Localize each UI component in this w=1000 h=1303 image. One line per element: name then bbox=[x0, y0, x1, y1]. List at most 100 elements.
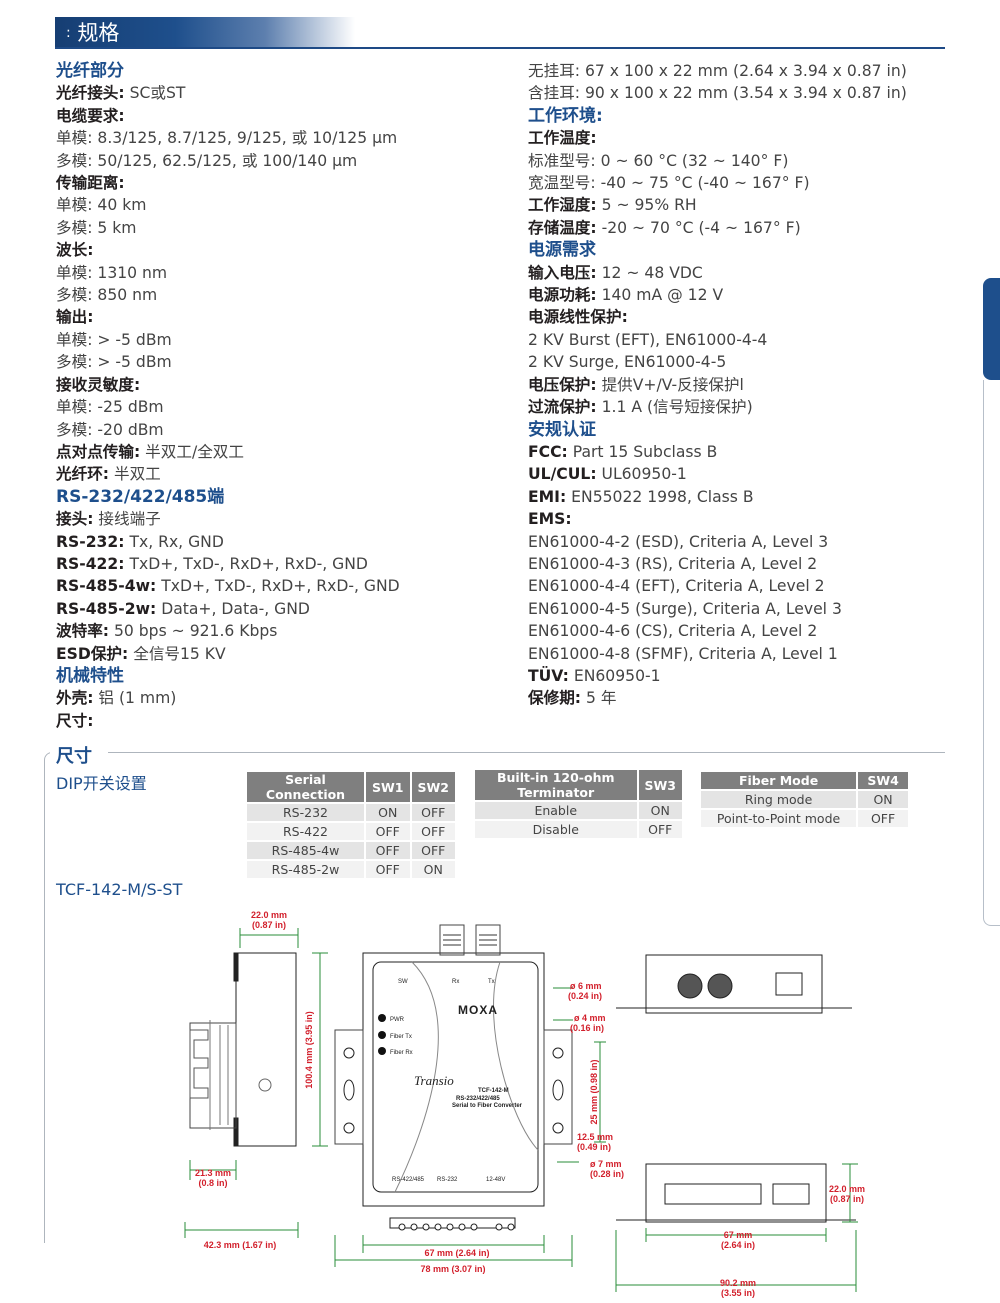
table-cell: Point-to-Point mode bbox=[701, 810, 857, 827]
spec-text: 宽温型号: -40 ~ 75 °C (-40 ~ 167° F) bbox=[528, 174, 810, 193]
spec-value: EN55022 1998, Class B bbox=[566, 487, 754, 506]
spec-text: EN61000-4-8 (SFMF), Criteria A, Level 1 bbox=[528, 644, 838, 663]
dim-21: 21.3 mm bbox=[195, 1168, 231, 1178]
dim-90-in: (3.55 in) bbox=[721, 1288, 755, 1298]
spec-text: EN61000-4-3 (RS), Criteria A, Level 2 bbox=[528, 554, 818, 573]
dip-switch-title: DIP开关设置 bbox=[56, 774, 147, 793]
section-heading: 机械特性 bbox=[56, 665, 124, 686]
label-232: RS-232 bbox=[437, 1177, 458, 1183]
model-small: TCF-142-M bbox=[478, 1088, 509, 1094]
spec-row: 光纤接头: SC或ST bbox=[56, 82, 400, 104]
spec-value: 5 ~ 95% RH bbox=[596, 196, 697, 215]
spec-label: 接收灵敏度: bbox=[56, 375, 141, 394]
spec-text: EN61000-4-4 (EFT), Criteria A, Level 2 bbox=[528, 577, 825, 596]
spec-label: 外壳: bbox=[56, 689, 94, 708]
spec-value: UL60950-1 bbox=[596, 465, 687, 484]
spec-row: RS-485-4w: TxD+, TxD-, RxD+, RxD-, GND bbox=[56, 575, 400, 597]
dim-7-in: (0.28 in) bbox=[590, 1169, 624, 1179]
page-title: : 规格 bbox=[66, 19, 119, 47]
header-rule bbox=[55, 47, 945, 49]
spec-label: UL/CUL: bbox=[528, 465, 597, 484]
dim-7: ø 7 mm bbox=[590, 1159, 622, 1169]
table-header-cell: Fiber Mode bbox=[701, 772, 857, 789]
side-view-body bbox=[235, 952, 297, 1147]
spec-value: 接线端子 bbox=[93, 510, 161, 529]
spec-value: SC或ST bbox=[124, 84, 186, 103]
spec-value: Part 15 Subclass B bbox=[567, 442, 718, 461]
table-cell: RS-485-2w bbox=[247, 861, 364, 878]
table-cell: Disable bbox=[475, 821, 637, 838]
spec-row: RS-485-2w: Data+, Data-, GND bbox=[56, 598, 400, 620]
spec-value: 半双工 bbox=[109, 465, 161, 484]
section-heading: 电源需求 bbox=[528, 240, 596, 261]
spec-label: 工作湿度: bbox=[528, 196, 597, 215]
side-tab[interactable] bbox=[983, 278, 1000, 380]
label-12-48v: 12-48V bbox=[486, 1177, 505, 1183]
spec-text: 单模: -25 dBm bbox=[56, 398, 164, 417]
spec-value: TxD+, TxD-, RxD+, RxD-, GND bbox=[156, 577, 400, 596]
spec-label: 工作温度: bbox=[528, 129, 597, 148]
spec-row: 点对点传输: 半双工/全双工 bbox=[56, 441, 400, 463]
table-cell: OFF bbox=[366, 842, 410, 859]
spec-label: 电缆要求: bbox=[56, 106, 125, 125]
spec-value: 全信号15 KV bbox=[128, 644, 226, 663]
spec-row: 工作湿度: 5 ~ 95% RH bbox=[528, 194, 907, 216]
dim-90: 90.2 mm bbox=[720, 1278, 756, 1288]
dim-22-top: 22.0 mm bbox=[251, 910, 287, 920]
spec-label: 输入电压: bbox=[528, 263, 597, 282]
spec-right-column: 无挂耳: 67 x 100 x 22 mm (2.64 x 3.94 x 0.8… bbox=[528, 60, 907, 710]
header-bar bbox=[55, 17, 355, 49]
spec-value: -20 ~ 70 °C (-4 ~ 167° F) bbox=[596, 218, 801, 237]
dim-6-in: (0.24 in) bbox=[568, 991, 602, 1001]
table-header-cell: SW3 bbox=[638, 770, 682, 800]
title-dots: : bbox=[66, 25, 71, 41]
table-header-cell: SW4 bbox=[858, 772, 908, 789]
dim-21-in: (0.8 in) bbox=[198, 1178, 227, 1188]
moxa-logo: MOXA bbox=[458, 1003, 498, 1017]
spec-row: RS-422: TxD+, TxD-, RxD+, RxD-, GND bbox=[56, 553, 400, 575]
label-fiber-tx: Fiber Tx bbox=[390, 1034, 412, 1040]
label-rx: Rx bbox=[452, 979, 459, 985]
spec-row: 保修期: 5 年 bbox=[528, 687, 907, 709]
page-title-text: 规格 bbox=[77, 21, 120, 45]
desc-1: RS-232/422/485 bbox=[456, 1096, 500, 1102]
spec-value: 半双工/全双工 bbox=[140, 442, 244, 461]
table-cell: Enable bbox=[475, 802, 637, 819]
spec-row: 电源功耗: 140 mA @ 12 V bbox=[528, 284, 907, 306]
spec-value: 50 bps ~ 921.6 Kbps bbox=[109, 622, 278, 641]
label-fiber-rx: Fiber Rx bbox=[390, 1050, 413, 1056]
spec-label: 传输距离: bbox=[56, 174, 125, 193]
table-cell: RS-485-4w bbox=[247, 842, 364, 859]
spec-label: 波长: bbox=[56, 241, 94, 260]
table-cell: RS-232 bbox=[247, 804, 364, 821]
table-header-cell: Built-in 120-ohm Terminator bbox=[475, 770, 637, 800]
dim-78: 78 mm (3.07 in) bbox=[420, 1264, 485, 1274]
spec-row: 接头: 接线端子 bbox=[56, 508, 400, 530]
spec-value: 提供V+/V-反接保护l bbox=[596, 375, 744, 394]
dim-67b-in: (2.64 in) bbox=[721, 1240, 755, 1250]
spec-label: TÜV: bbox=[528, 666, 569, 685]
table-cell: OFF bbox=[638, 821, 682, 838]
dimension-labels: 22.0 mm (0.87 in) 100.4 mm (3.95 in) 21.… bbox=[195, 910, 865, 1298]
spec-text: 多模: -20 dBm bbox=[56, 420, 164, 439]
desc-2: Serial to Fiber Converter bbox=[452, 1103, 523, 1109]
spec-label: ESD保护: bbox=[56, 644, 129, 663]
spec-text: EN61000-4-6 (CS), Criteria A, Level 2 bbox=[528, 622, 818, 641]
table-cell: ON bbox=[858, 791, 908, 808]
spec-text: EN61000-4-5 (Surge), Criteria A, Level 3 bbox=[528, 599, 842, 618]
section-heading: 工作环境: bbox=[528, 105, 603, 126]
table-cell: OFF bbox=[411, 842, 455, 859]
spec-text: 多模: > -5 dBm bbox=[56, 353, 172, 372]
dim-100: 100.4 mm (3.95 in) bbox=[304, 1011, 314, 1089]
dim-25: 25 mm (0.98 in) bbox=[589, 1059, 599, 1124]
spec-label: 输出: bbox=[56, 308, 94, 327]
table-header-cell: SW1 bbox=[366, 772, 410, 802]
spec-label: RS-422: bbox=[56, 554, 125, 573]
side-frame bbox=[983, 380, 1000, 926]
